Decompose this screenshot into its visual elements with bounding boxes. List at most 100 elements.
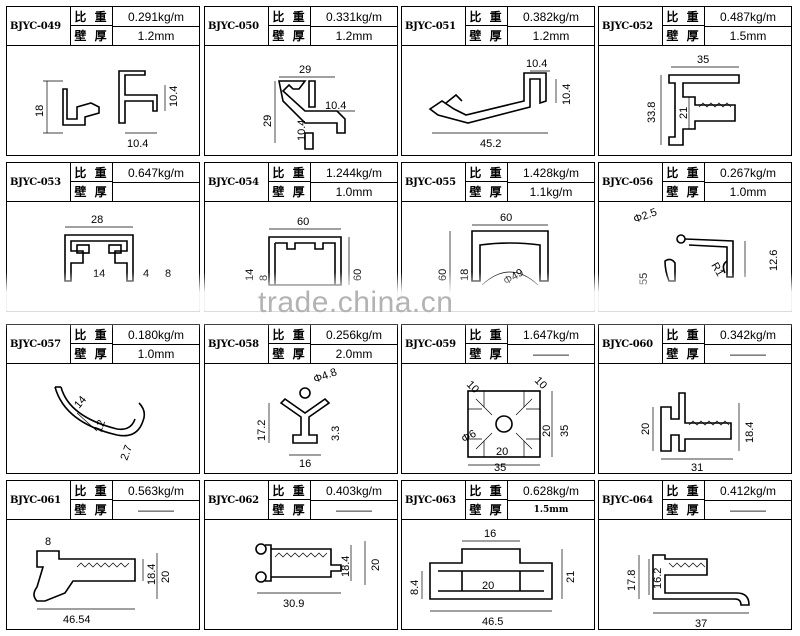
- profile-card-053: BJYC-053 比 重 壁 厚 0.647kg/m 28 14 4 8: [6, 162, 200, 312]
- profile-code: BJYC-059: [402, 325, 466, 363]
- profile-card-057: BJYC-057 比 重 壁 厚 0.180kg/m 1.0mm 14 12 2…: [6, 324, 200, 474]
- dim-label: 17.8: [626, 570, 638, 591]
- profile-code: BJYC-051: [402, 7, 466, 45]
- thickness-value: 1.0mm: [729, 184, 767, 199]
- thickness-label: 壁 厚: [663, 344, 705, 363]
- profile-drawing: 29 29 10.4 10.4: [205, 45, 397, 155]
- profile-card-050: BJYC-050 比 重 壁 厚 0.331kg/m 1.2mm 29 29 1…: [204, 6, 398, 156]
- weight-label: 比 重: [663, 7, 705, 26]
- thickness-value: ———: [730, 502, 766, 517]
- profile-drawing: 8 18.4 20 46.54: [7, 519, 199, 629]
- profile-code: BJYC-053: [7, 163, 71, 201]
- thickness-label: 壁 厚: [71, 344, 113, 363]
- dim-label: 12: [93, 418, 108, 434]
- profile-card-051: BJYC-051 比 重 壁 厚 0.382kg/m 1.2mm 10.4 10…: [401, 6, 595, 156]
- card-header: BJYC-053 比 重 壁 厚 0.647kg/m: [7, 163, 199, 202]
- profile-code: BJYC-054: [205, 163, 269, 201]
- weight-value: 0.628kg/m: [508, 481, 594, 501]
- thickness-label: 壁 厚: [663, 500, 705, 519]
- weight-value: 0.342kg/m: [705, 325, 791, 345]
- thickness-value: ———: [533, 346, 569, 361]
- thickness-value: ———: [730, 346, 766, 361]
- dim-label: 37: [695, 618, 707, 629]
- dim-label: 16.2: [652, 568, 664, 589]
- profile-card-052: BJYC-052 比 重 壁 厚 0.487kg/m 1.5mm 35 33.8…: [598, 6, 792, 156]
- dim-label: 8.4: [409, 580, 421, 595]
- dim-label: 4: [143, 268, 149, 280]
- dim-label: 16: [484, 528, 496, 540]
- dim-label: 21: [565, 571, 577, 583]
- profile-drawing: Φ4.8 17.2 3.3 16: [205, 363, 397, 473]
- thickness-value: ———: [336, 502, 372, 517]
- dim-label: 29: [262, 115, 274, 127]
- dim-label: 60: [352, 269, 364, 281]
- dim-label: 46.54: [63, 614, 91, 626]
- dim-label: 8: [165, 268, 171, 280]
- profile-code: BJYC-056: [599, 163, 663, 201]
- thickness-label: 壁 厚: [269, 500, 311, 519]
- dim-label: 20: [640, 423, 652, 435]
- card-header: BJYC-064 比 重 壁 厚 0.412kg/m ———: [599, 481, 791, 520]
- weight-value: 0.563kg/m: [113, 481, 199, 501]
- dim-label: 20: [370, 559, 382, 571]
- weight-label: 比 重: [269, 325, 311, 344]
- weight-value: 0.647kg/m: [113, 163, 199, 183]
- weight-label: 比 重: [466, 163, 508, 182]
- profile-card-059: BJYC-059 比 重 壁 厚 1.647kg/m ——— 10 10 20 …: [401, 324, 595, 474]
- profile-code: BJYC-058: [205, 325, 269, 363]
- dim-label: 35: [559, 425, 571, 437]
- weight-value: 0.331kg/m: [311, 7, 397, 27]
- dim-label: Φ2.5: [632, 206, 659, 226]
- profile-code: BJYC-061: [7, 481, 71, 519]
- weight-label: 比 重: [71, 325, 113, 344]
- thickness-label: 壁 厚: [663, 182, 705, 201]
- profile-drawing: 18 10.4 10.4: [7, 45, 199, 155]
- thickness-value: 2.0mm: [335, 346, 373, 361]
- thickness-label: 壁 厚: [466, 344, 508, 363]
- weight-value: 0.382kg/m: [508, 7, 594, 27]
- thickness-label: 壁 厚: [663, 26, 705, 45]
- dim-label: 14: [93, 268, 105, 280]
- dim-label: 28: [91, 214, 103, 226]
- card-header: BJYC-060 比 重 壁 厚 0.342kg/m ———: [599, 325, 791, 364]
- dim-label: 18.4: [744, 422, 756, 443]
- card-header: BJYC-051 比 重 壁 厚 0.382kg/m 1.2mm: [402, 7, 594, 46]
- weight-label: 比 重: [466, 481, 508, 500]
- dim-label: Φ6: [460, 428, 479, 446]
- profile-code: BJYC-064: [599, 481, 663, 519]
- dim-label: Φ49: [502, 267, 526, 288]
- dim-label: 35: [494, 462, 506, 473]
- dim-label: 12.6: [768, 250, 780, 271]
- dim-label: 33.8: [646, 102, 658, 123]
- profile-drawing: 10 10 20 35 Φ6 20 35: [402, 363, 594, 473]
- card-header: BJYC-049 比 重 壁 厚 0.291kg/m 1.2mm: [7, 7, 199, 46]
- weight-label: 比 重: [466, 325, 508, 344]
- dim-label: 30.9: [283, 598, 304, 610]
- dim-label: 10.4: [325, 100, 346, 112]
- dim-label: 10.4: [561, 84, 573, 105]
- profile-drawing: 18.4 20 30.9: [205, 519, 397, 629]
- dim-label: 2.7: [119, 444, 136, 462]
- profile-card-060: BJYC-060 比 重 壁 厚 0.342kg/m ——— 20 18.4 3…: [598, 324, 792, 474]
- thickness-label: 壁 厚: [466, 26, 508, 45]
- card-header: BJYC-054 比 重 壁 厚 1.244kg/m 1.0mm: [205, 163, 397, 202]
- weight-label: 比 重: [71, 7, 113, 26]
- weight-label: 比 重: [663, 325, 705, 344]
- dim-label: 60: [297, 216, 309, 228]
- weight-label: 比 重: [71, 481, 113, 500]
- card-header: BJYC-061 比 重 壁 厚 0.563kg/m ———: [7, 481, 199, 520]
- dim-label: 10.4: [296, 120, 308, 141]
- weight-label: 比 重: [663, 163, 705, 182]
- profile-drawing: 16 8.4 20 21 46.5: [402, 519, 594, 629]
- dim-label: 14: [244, 269, 256, 281]
- dim-label: 20: [160, 571, 172, 583]
- profile-code: BJYC-049: [7, 7, 71, 45]
- dim-label: 8: [45, 536, 51, 548]
- card-header: BJYC-056 比 重 壁 厚 0.267kg/m 1.0mm: [599, 163, 791, 202]
- thickness-label: 壁 厚: [466, 182, 508, 201]
- card-header: BJYC-050 比 重 壁 厚 0.331kg/m 1.2mm: [205, 7, 397, 46]
- dim-label: 29: [299, 64, 311, 76]
- profile-code: BJYC-057: [7, 325, 71, 363]
- dim-label: Φ4.8: [312, 366, 339, 386]
- dim-label: 10: [532, 375, 549, 392]
